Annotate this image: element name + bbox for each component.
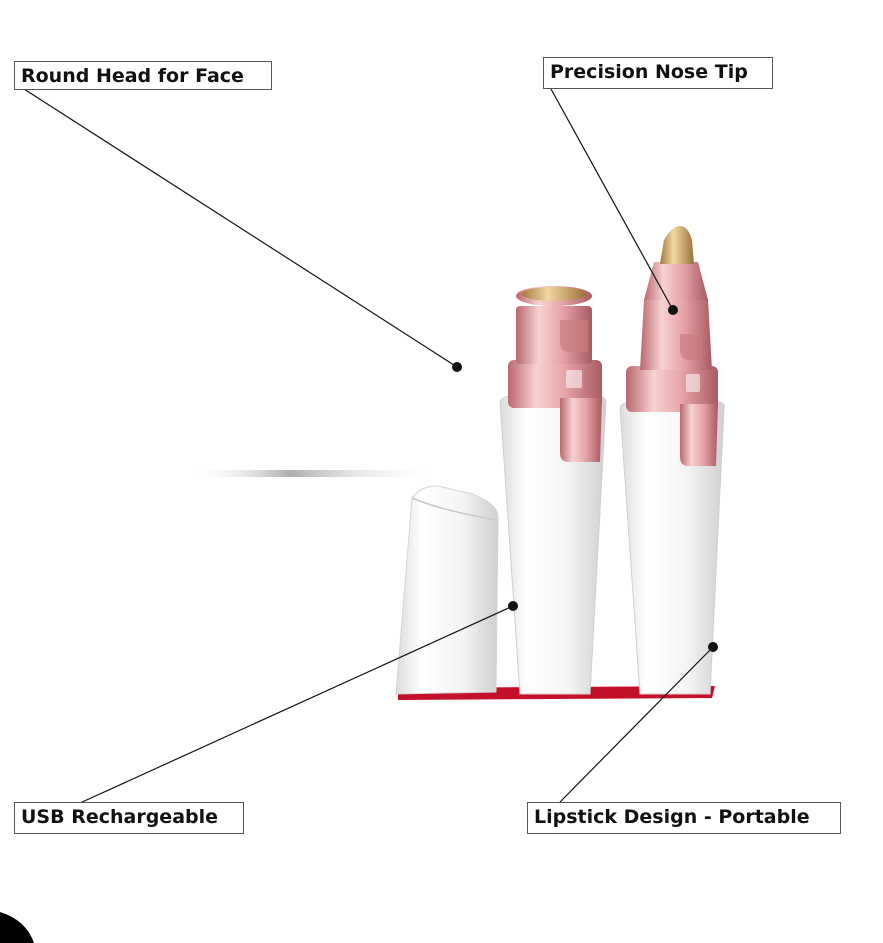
callout-round-head: Round Head for Face	[14, 61, 272, 90]
dot-nose-tip	[668, 305, 678, 315]
device-cap	[395, 485, 499, 695]
leader-nose-tip	[550, 88, 674, 311]
dot-usb	[508, 601, 518, 611]
leader-usb	[79, 605, 514, 804]
leader-round-head	[23, 88, 458, 368]
nose-trimmer-device	[619, 226, 725, 695]
callout-nose-tip: Precision Nose Tip	[543, 57, 773, 89]
leader-lipstick	[559, 646, 714, 803]
dot-lipstick	[708, 642, 718, 652]
corner-decoration	[0, 912, 34, 943]
callout-usb-rechargeable: USB Rechargeable	[14, 802, 244, 834]
dot-round-head	[452, 362, 462, 372]
face-trimmer-device	[499, 286, 607, 695]
callout-lipstick-design: Lipstick Design - Portable	[527, 802, 841, 834]
shadow-streak	[190, 470, 440, 477]
